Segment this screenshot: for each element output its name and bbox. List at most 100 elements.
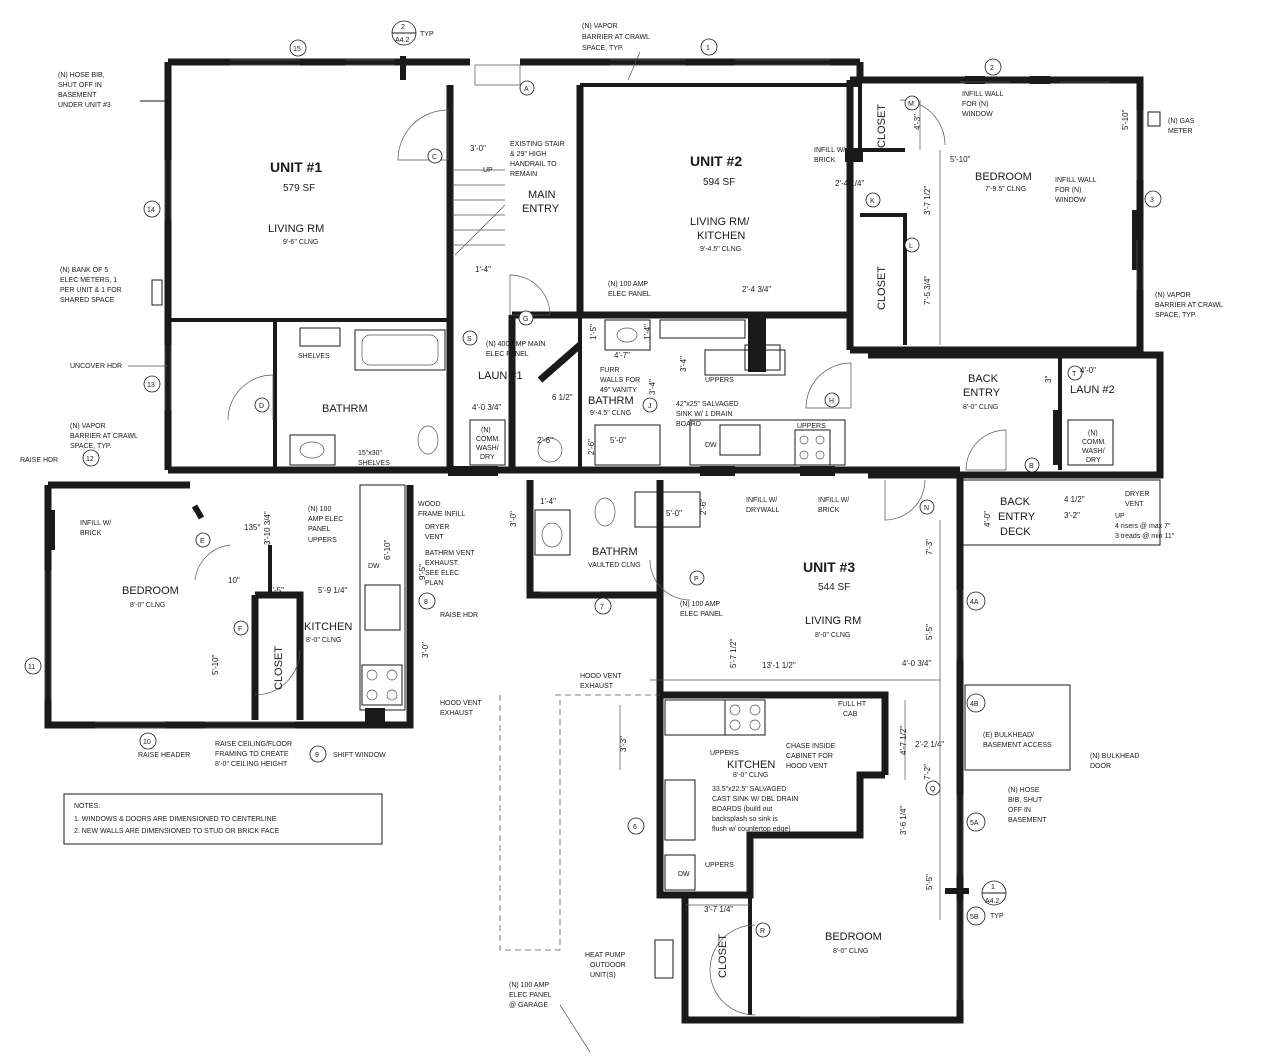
dim-6-12: 6 1/2" xyxy=(552,393,573,402)
sink-u2-1: 42"x25" SALVAGED xyxy=(676,401,739,408)
tag-e: E xyxy=(200,538,205,545)
infill-window-b2: FOR (N) xyxy=(1055,187,1081,194)
bulkhead-1: (E) BULKHEAD/ xyxy=(983,732,1034,739)
dim-2-6b: 2'-6" xyxy=(587,439,596,455)
chase-3: HOOD VENT xyxy=(786,763,828,770)
typ-top: TYP xyxy=(420,31,434,38)
raise-ceiling-2: FRAMING TO CREATE xyxy=(215,751,289,758)
stair-up: UP xyxy=(483,167,493,174)
meters-note-4: SHARED SPACE xyxy=(60,297,115,304)
laundry-1-wd-3: WASH/ xyxy=(476,445,499,452)
unit-3-closet-label: CLOSET xyxy=(717,934,729,978)
sink-u3-2: CAST SINK W/ DBL DRAIN xyxy=(712,796,798,803)
dryer-vent-2: VENT xyxy=(425,534,444,541)
dim-2-4-14: 2'-4 1/4" xyxy=(835,179,864,188)
window-tag-14: 14 xyxy=(147,207,155,214)
bulkhead-door-1: (N) BULKHEAD xyxy=(1090,753,1139,760)
window-tag-3: 3 xyxy=(1150,197,1154,204)
back-entry-label-1: BACK xyxy=(968,373,999,385)
laundry-1-wd-1: (N) xyxy=(481,427,491,434)
infill-drywall-1: INFILL W/ xyxy=(746,497,777,504)
tag-h: H xyxy=(829,398,834,405)
dim-5-10-top: 5'-10" xyxy=(1121,109,1130,130)
dim-10: 10" xyxy=(228,576,240,585)
unit-1-closet-label: CLOSET xyxy=(273,646,285,690)
chase-2: CABINET FOR xyxy=(786,753,833,760)
dim-5-7-12: 5'-7 1/2" xyxy=(729,639,738,668)
heat-pump-3: UNIT(S) xyxy=(590,972,616,979)
furr-3: 49" VANITY xyxy=(600,387,637,394)
uppers-u3: UPPERS xyxy=(710,750,739,757)
dishwasher-u2: DW xyxy=(705,442,717,449)
tag-bubbles: A C D E F G H J K L M N P Q R S T B 1 2 … xyxy=(24,20,1162,938)
tag-n: N xyxy=(924,505,929,512)
infill-brick-1: INFILL W/ xyxy=(814,147,845,154)
dim-5-5: 5'-5" xyxy=(925,624,934,640)
heat-pump-1: HEAT PUMP xyxy=(585,952,626,959)
dim-4-0-34b: 4'-0 3/4" xyxy=(902,659,931,668)
back-deck-label-2: ENTRY xyxy=(998,511,1036,523)
hood-vent-u1-2: EXHAUST xyxy=(440,710,474,717)
panel-100-u2-1: (N) 100 AMP xyxy=(608,281,648,288)
infill-window-b3: WINDOW xyxy=(1055,197,1086,204)
unit-3-area: 544 SF xyxy=(818,582,850,593)
raise-hdr-mid: RAISE HDR xyxy=(440,612,478,619)
uppers-u3b: UPPERS xyxy=(705,862,734,869)
tag-b: B xyxy=(1029,463,1034,470)
unit-1-kitchen-clng: 8'-0" CLNG xyxy=(306,637,341,644)
unit-2-title: UNIT #2 xyxy=(690,153,742,169)
unit-2-area: 594 SF xyxy=(703,177,735,188)
laundry-2-wd-4: DRY xyxy=(1086,457,1101,464)
dim-3-0-stair: 3'-0" xyxy=(470,144,486,153)
window-tag-11: 11 xyxy=(28,664,35,671)
shift-window: SHIFT WINDOW xyxy=(333,752,386,759)
dim-4-3: 4'-3" xyxy=(913,114,922,130)
unit-2-bathroom-clng: 9'-4.5" CLNG xyxy=(590,410,631,417)
sink-u3-3: BOARDS (build out xyxy=(712,806,772,813)
dim-5-10-bed: 5'-10" xyxy=(211,654,220,675)
dim-3: 3" xyxy=(1044,376,1053,383)
hose-bib-b-1: (N) HOSE xyxy=(1008,787,1040,794)
unit-3-kitchen-clng: 8'-0" CLNG xyxy=(733,772,768,779)
tag-c: C xyxy=(432,154,437,161)
gas-meter-1: (N) GAS xyxy=(1168,118,1195,125)
raise-ceiling-1: RAISE CEILING/FLOOR xyxy=(215,741,292,748)
window-tag-5b: 5B xyxy=(970,914,979,921)
furr-1: FURR xyxy=(600,367,619,374)
dim-7-2: 7'-2" xyxy=(923,764,932,780)
wood-frame-1: WOOD xyxy=(418,501,441,508)
back-deck-label-3: DECK xyxy=(1000,526,1031,538)
dim-4-7-12: 4'-7 1/2" xyxy=(899,726,908,755)
existing-stair-4: REMAIN xyxy=(510,171,537,178)
unit-3-bedroom-clng: 8'-0" CLNG xyxy=(833,948,868,955)
section-sheet-top: A4.2 xyxy=(395,37,410,44)
dim-4-0-deck: 4'-0" xyxy=(983,511,992,527)
garage-panel-1: (N) 100 AMP xyxy=(509,982,549,989)
window-tag-15: 15 xyxy=(293,46,301,53)
hose-bib-note-1: (N) HOSE BIB, xyxy=(58,72,105,79)
dim-4-0-34: 4'-0 3/4" xyxy=(472,403,501,412)
section-sheet-bottom: A4.2 xyxy=(985,898,1000,905)
vapor-left-2: BARRIER AT CRAWL xyxy=(70,433,138,440)
laundry-1-label: LAUN #1 xyxy=(478,370,523,382)
panel-100-u3-1: (N) 100 AMP xyxy=(680,601,720,608)
dim-135: 135° xyxy=(244,523,261,532)
panel-100-u1-1: (N) 100 xyxy=(308,506,331,513)
tag-k: K xyxy=(870,198,875,205)
typ-bottom: TYP xyxy=(990,913,1004,920)
back-entry-clng: 8'-0" CLNG xyxy=(963,404,998,411)
infill-brick-mid-1: INFILL W/ xyxy=(818,497,849,504)
unit-3-room: LIVING RM xyxy=(805,615,861,627)
annotations: (N) HOSE BIB, SHUT OFF IN BASEMENT UNDER… xyxy=(20,23,1223,1053)
tag-p: P xyxy=(694,576,699,583)
dim-4-7: 4'-7" xyxy=(614,351,630,360)
tag-a: A xyxy=(524,86,529,93)
uppers-u2b: UPPERS xyxy=(797,423,826,430)
main-entry-label-2: ENTRY xyxy=(522,203,560,215)
dryer-vent-up-1: DRYER xyxy=(1125,491,1149,498)
laundry-1-wd-2: COMM. xyxy=(476,436,500,443)
panel-100-u1-2: AMP ELEC xyxy=(308,516,343,523)
dim-9-5: 9'-5" xyxy=(418,564,427,580)
unit-1-bathroom-label: BATHRM xyxy=(322,403,368,415)
